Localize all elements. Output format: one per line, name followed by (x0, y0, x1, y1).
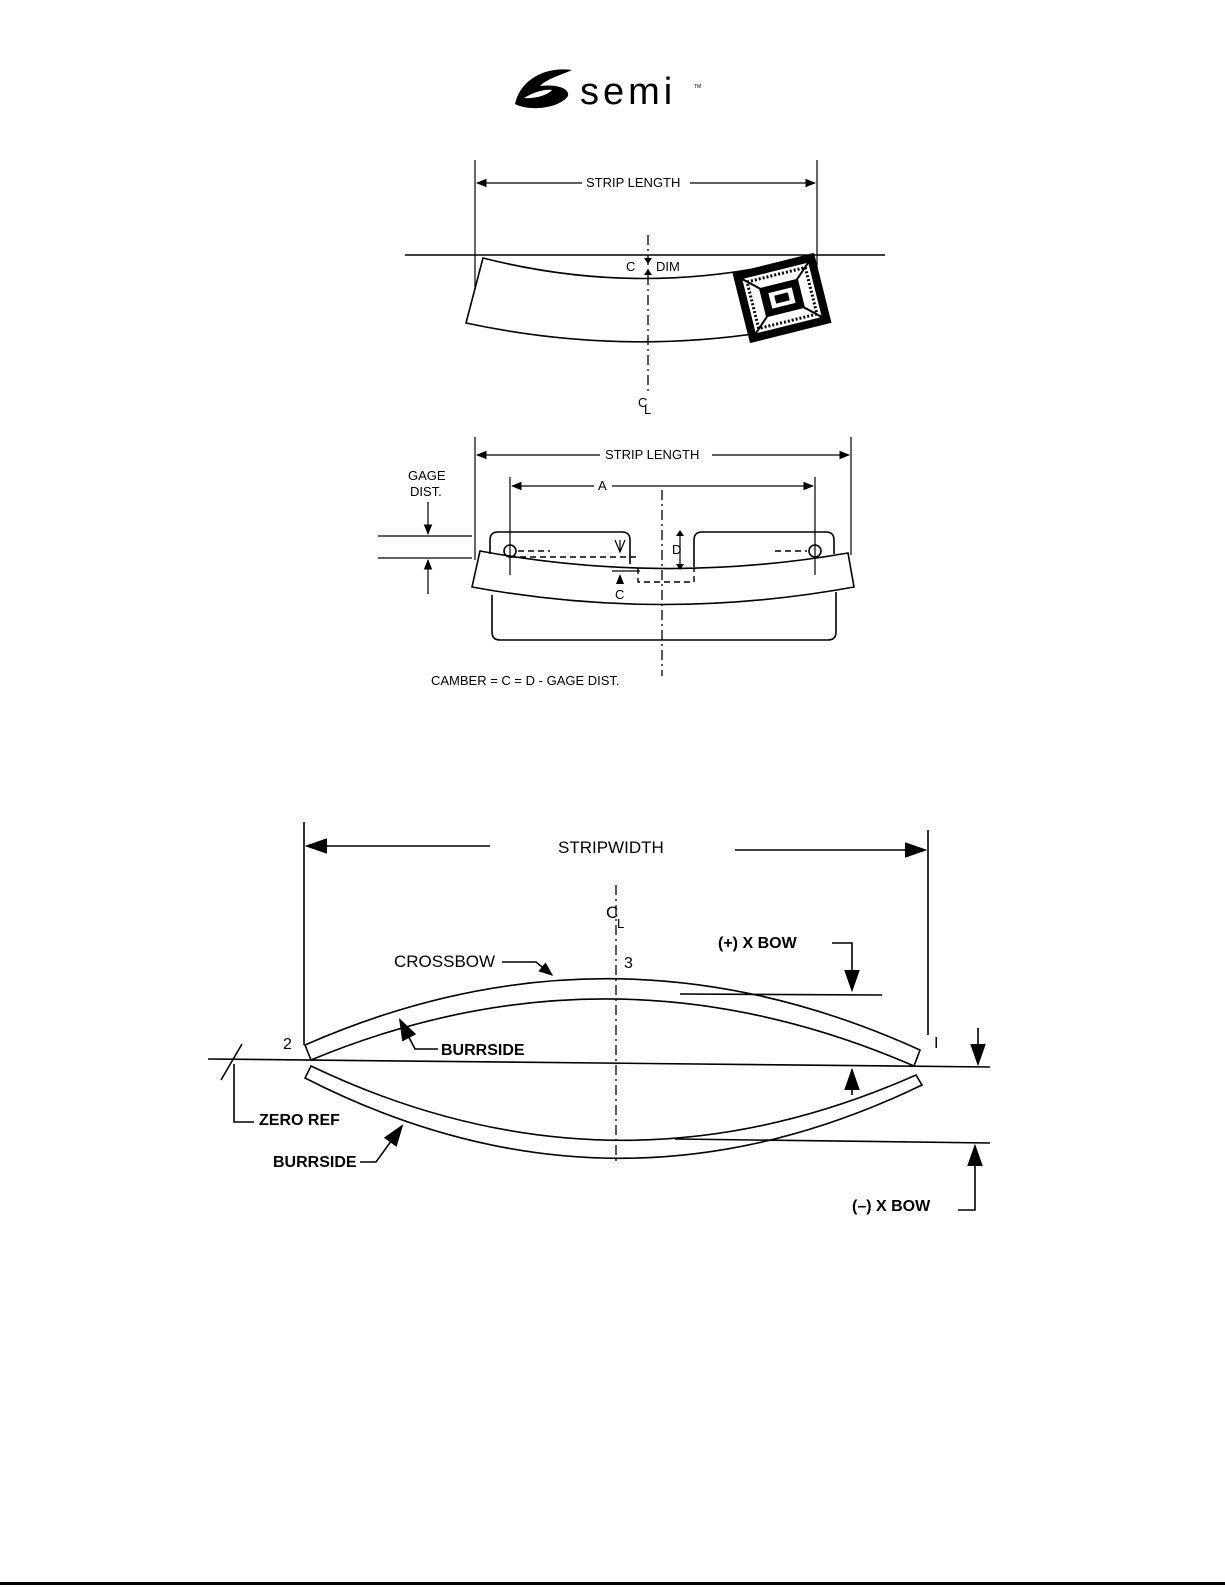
gage-curved-strip-shape (472, 551, 854, 605)
figure-camber-dim: STRIP LENGTH C DIM C L (405, 160, 885, 417)
semi-logo-swoosh-icon (515, 69, 572, 108)
d-dimension-label: D (672, 542, 681, 557)
a-dimension-label: A (598, 478, 607, 493)
centerline-symbol-l-3: L (617, 916, 624, 931)
figure-crossbow: STRIPWIDTH C L 3 2 I CROSSBOW (+) X BOW … (208, 822, 990, 1215)
strip-length-label-gage: STRIP LENGTH (605, 447, 699, 462)
camber-formula: CAMBER = C = D - GAGE DIST. (431, 673, 620, 688)
upper-arc-strip-shape (305, 979, 920, 1066)
chip-package-icon (733, 253, 832, 343)
point-2-label: 2 (283, 1036, 292, 1053)
c-dim-dim-label: DIM (656, 259, 680, 274)
stripwidth-label: STRIPWIDTH (558, 838, 664, 857)
c-marker-label: C (615, 587, 624, 602)
point-1-label: I (934, 1035, 938, 1052)
semi-logo-trademark: TM (694, 84, 701, 90)
gage-label-line1: GAGE (408, 468, 446, 483)
figure-camber-gage: STRIP LENGTH A GAGE DIST. D (378, 437, 854, 688)
semi-logo: semi TM (515, 69, 701, 113)
point-3-label: 3 (624, 955, 633, 972)
semi-logo-text: semi (580, 71, 676, 113)
c-dim-c-label: C (626, 259, 635, 274)
centerline-symbol-l-1: L (644, 402, 651, 417)
plus-x-bow-label: (+) X BOW (718, 935, 798, 952)
burrside-bottom-label: BURRSIDE (273, 1154, 357, 1171)
minus-x-bow-label: (–) X BOW (852, 1198, 931, 1215)
strip-length-label-top: STRIP LENGTH (586, 175, 680, 190)
gage-label-line2: DIST. (410, 484, 442, 499)
crossbow-label: CROSSBOW (394, 952, 495, 971)
zero-ref-label: ZERO REF (259, 1112, 340, 1129)
burrside-top-label: BURRSIDE (441, 1042, 525, 1059)
lower-arc-strip-shape (305, 1066, 922, 1158)
